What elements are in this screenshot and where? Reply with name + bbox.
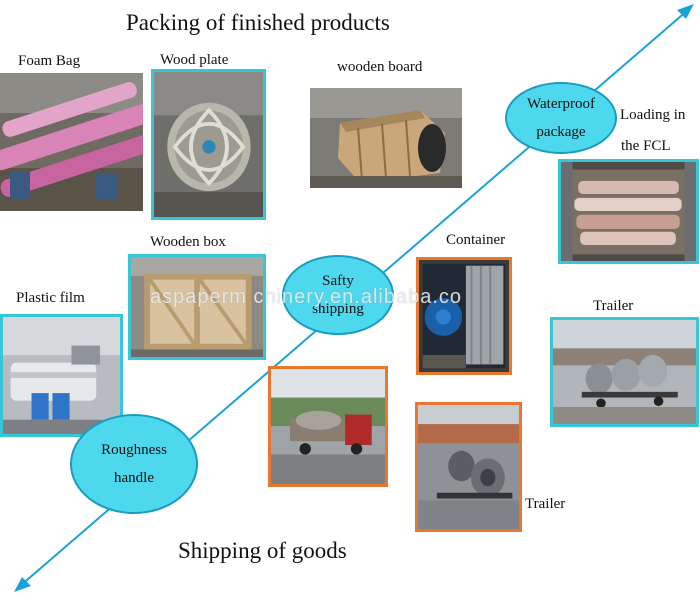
wood-plate-photo [151, 69, 266, 220]
plastic-film-label: Plastic film [16, 290, 85, 306]
plastic-film-photo [0, 314, 123, 437]
wooden-box-label: Wooden box [150, 234, 226, 250]
foam-bag-photo [0, 73, 143, 211]
wooden-board-label: wooden board [337, 59, 423, 75]
waterproof-package-ellipse: Waterproof package [505, 82, 617, 154]
roughness-line1: Roughness [101, 441, 167, 458]
waterproof-line2: package [536, 124, 586, 140]
safty-line2: shipping [312, 301, 364, 317]
shipping-title: Shipping of goods [178, 538, 347, 563]
roughness-handle-ellipse: Roughness handle [70, 414, 198, 514]
packing-title: Packing of finished products [126, 10, 390, 35]
trailer-bottom-label: Trailer [525, 496, 566, 512]
trailer-right-photo [550, 317, 699, 427]
loading-fcl-photo [558, 159, 699, 264]
container-label: Container [446, 232, 506, 248]
truck-photo [268, 366, 388, 487]
waterproof-line1: Waterproof [527, 95, 595, 112]
foam-bag-label: Foam Bag [18, 53, 81, 69]
wood-plate-label: Wood plate [160, 52, 229, 68]
loading-fcl-label-line1: Loading in [620, 107, 686, 123]
trailer-right-label: Trailer [593, 298, 634, 314]
trailer-bottom-photo [415, 402, 522, 532]
watermark-text: aspaperm chinery.en.alibaba.co [150, 286, 463, 308]
wooden-board-photo [310, 88, 462, 188]
wooden-box-photo [128, 254, 266, 360]
container-photo [416, 257, 512, 375]
loading-fcl-label-line2: the FCL [621, 138, 671, 154]
roughness-line2: handle [114, 470, 154, 486]
safty-shipping-ellipse: Safty shipping [282, 255, 394, 335]
safty-line1: Safty [322, 272, 354, 289]
